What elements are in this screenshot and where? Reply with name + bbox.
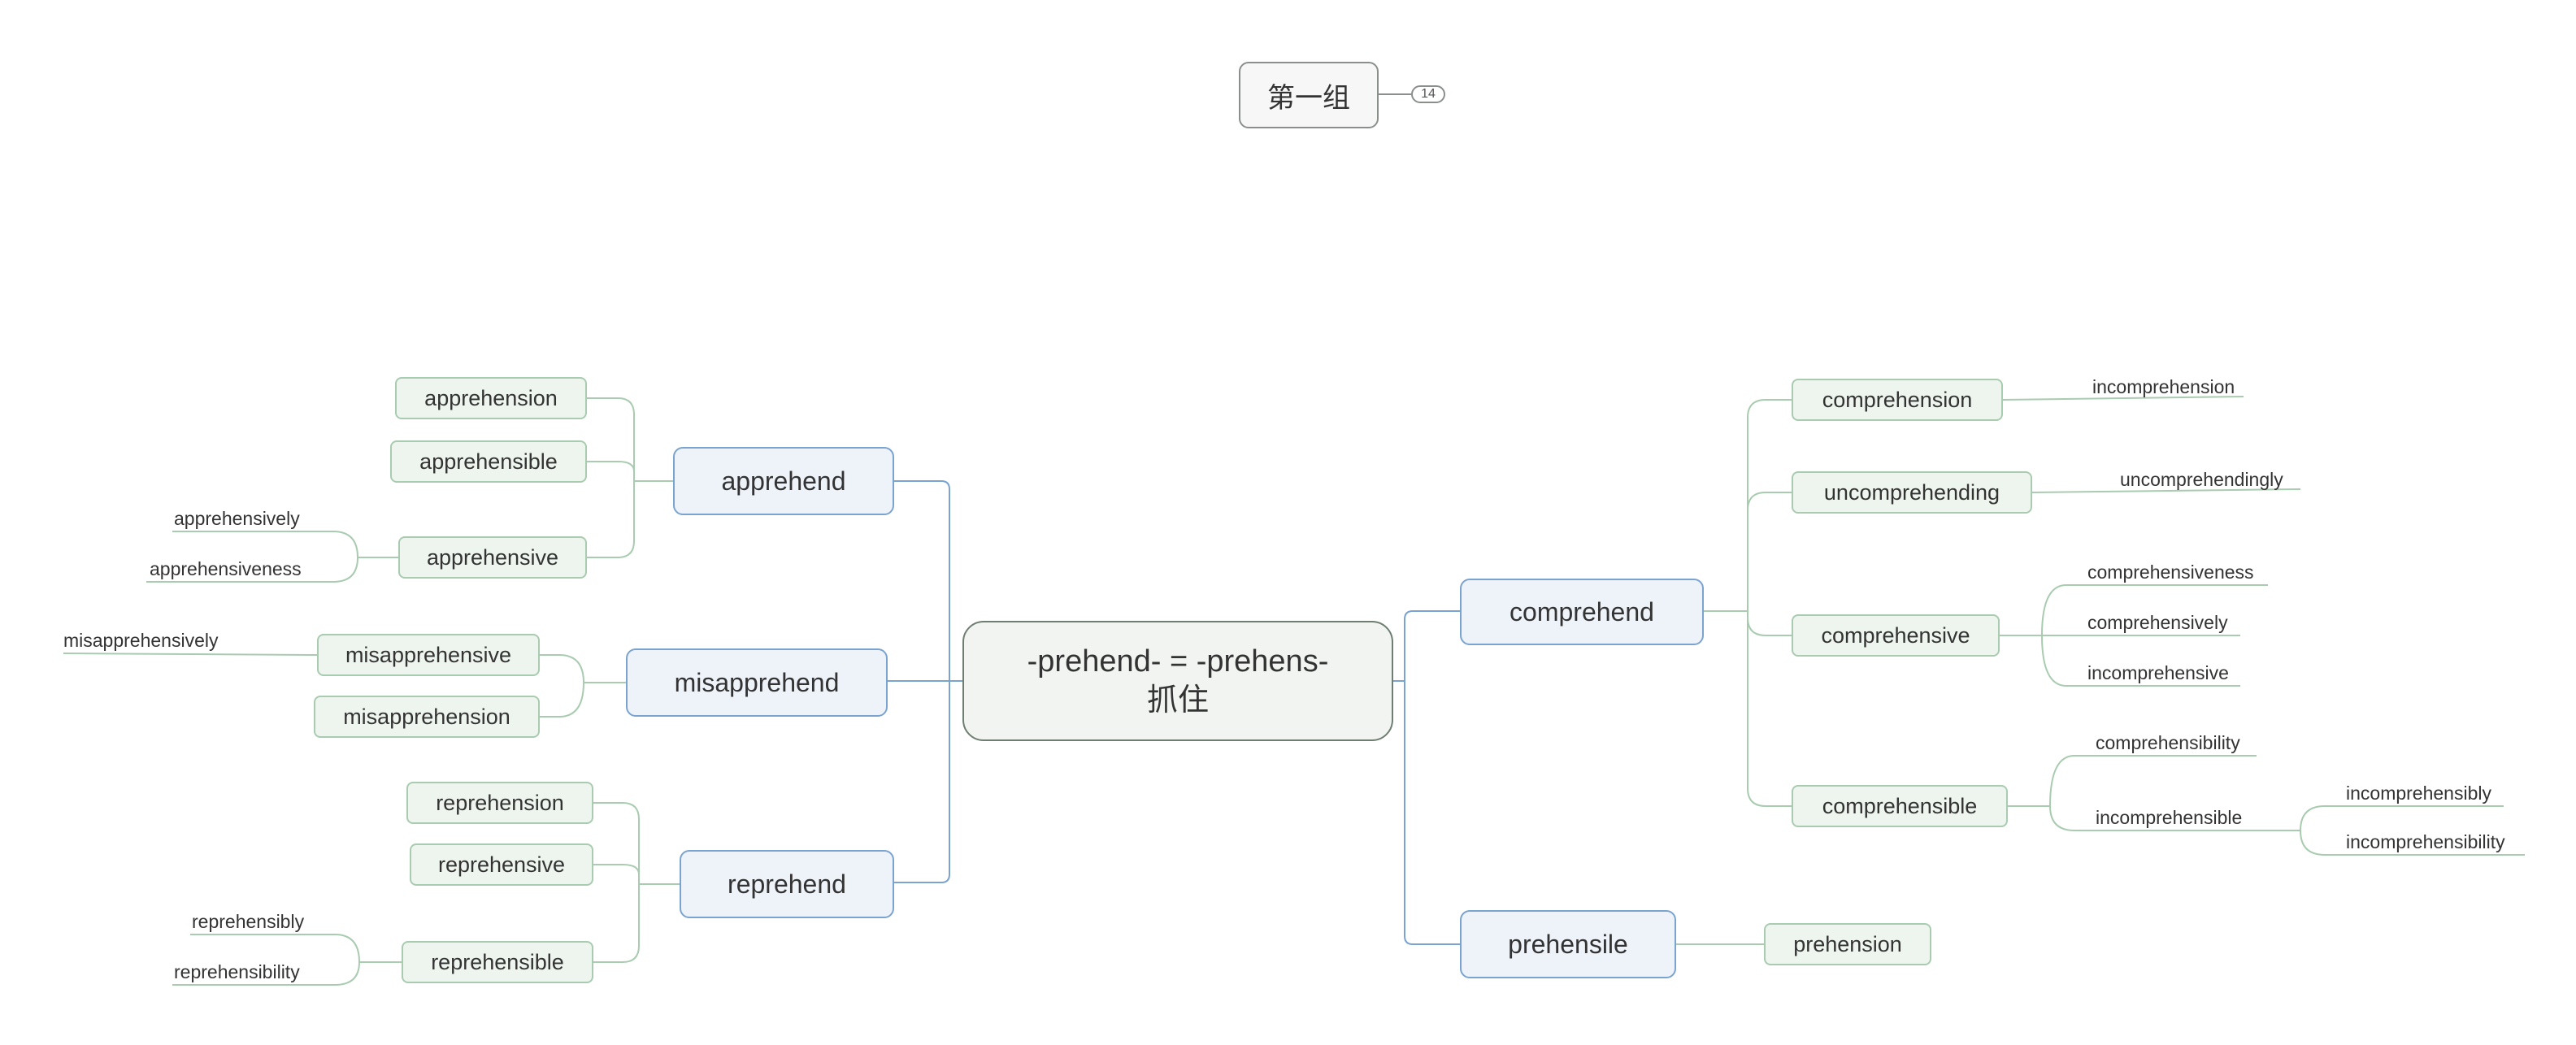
subtopic-comprehension[interactable]: comprehension (1792, 379, 2003, 421)
leaf-reprehensibility[interactable]: reprehensibility (174, 961, 300, 982)
leaf-apprehensively[interactable]: apprehensively (174, 508, 300, 529)
subtopic-label: misapprehension (343, 704, 510, 729)
topic-reprehend[interactable]: reprehend (680, 850, 894, 918)
leaf-incomprehension[interactable]: incomprehension (2092, 376, 2235, 397)
topic-label: reprehend (728, 869, 846, 899)
topic-prehensile[interactable]: prehensile (1460, 910, 1676, 978)
leaf-reprehensibly[interactable]: reprehensibly (192, 911, 305, 932)
reprehend-connectors (172, 802, 680, 986)
subtopic-misapprehensive[interactable]: misapprehensive (317, 634, 540, 676)
apprehend-connectors (146, 397, 673, 583)
leaf-misapprehensively[interactable]: misapprehensively (63, 630, 219, 651)
leaf-comprehensibility[interactable]: comprehensibility (2096, 732, 2240, 753)
topic-count-badge[interactable]: 14 (1411, 85, 1445, 103)
topic-misapprehend[interactable]: misapprehend (626, 648, 888, 717)
subtopic-reprehensive[interactable]: reprehensive (410, 843, 593, 886)
central-topic-line1: -prehend- = -prehens- (1027, 644, 1329, 679)
subtopic-label: comprehension (1822, 387, 1973, 412)
subtopic-label: misapprehensive (345, 642, 512, 667)
subtopic-label: comprehensive (1821, 622, 1970, 648)
subtopic-label: reprehensive (437, 852, 566, 877)
right-main-connectors (1393, 610, 1460, 945)
subtopic-uncomprehending[interactable]: uncomprehending (1792, 471, 2032, 514)
subtopic-misapprehension[interactable]: misapprehension (314, 696, 540, 738)
subtopic-comprehensible[interactable]: comprehensible (1792, 785, 2008, 827)
leaf-incomprehensibly[interactable]: incomprehensibly (2346, 783, 2491, 804)
subtopic-reprehensible[interactable]: reprehensible (402, 941, 593, 983)
subtopic-label: apprehensive (426, 544, 559, 570)
central-topic[interactable]: -prehend- = -prehens- 抓住 (962, 621, 1393, 741)
subtopic-prehension[interactable]: prehension (1764, 923, 1931, 965)
subtopic-label: reprehension (436, 790, 564, 815)
topic-label: prehensile (1508, 929, 1628, 959)
subtopic-reprehension[interactable]: reprehension (406, 782, 593, 824)
topic-comprehend[interactable]: comprehend (1460, 579, 1704, 645)
subtopic-label: apprehension (424, 385, 558, 410)
subtopic-apprehensive[interactable]: apprehensive (398, 536, 587, 579)
group-node[interactable]: 第一组 (1239, 62, 1379, 128)
misapprehend-connectors (63, 653, 626, 718)
topic-apprehend[interactable]: apprehend (673, 447, 894, 515)
leaf-incomprehensibility[interactable]: incomprehensibility (2346, 831, 2505, 852)
subtopic-label: comprehensible (1822, 793, 1978, 818)
subtopic-comprehensive[interactable]: comprehensive (1792, 614, 2000, 657)
leaf-comprehensively[interactable]: comprehensively (2087, 612, 2228, 633)
subtopic-apprehensible[interactable]: apprehensible (390, 440, 587, 483)
leaf-apprehensiveness[interactable]: apprehensiveness (150, 558, 302, 579)
leaf-incomprehensive[interactable]: incomprehensive (2087, 662, 2229, 683)
subtopic-apprehension[interactable]: apprehension (395, 377, 587, 419)
leaf-incomprehensible[interactable]: incomprehensible (2096, 807, 2243, 828)
topic-label: apprehend (721, 466, 846, 496)
topic-label: comprehend (1510, 596, 1654, 627)
leaf-comprehensiveness[interactable]: comprehensiveness (2087, 562, 2254, 583)
subtopic-label: prehension (1793, 931, 1902, 956)
central-topic-line2: 抓住 (1146, 683, 1209, 718)
topic-label: misapprehend (674, 667, 840, 697)
subtopic-label: reprehensible (431, 949, 564, 974)
group-label: 第一组 (1267, 82, 1350, 114)
subtopic-label: uncomprehending (1823, 479, 2000, 505)
comprehend-connectors (1704, 396, 2525, 856)
leaf-uncomprehendingly[interactable]: uncomprehendingly (2120, 469, 2283, 490)
left-main-connectors (888, 480, 962, 883)
subtopic-label: apprehensible (419, 449, 558, 474)
